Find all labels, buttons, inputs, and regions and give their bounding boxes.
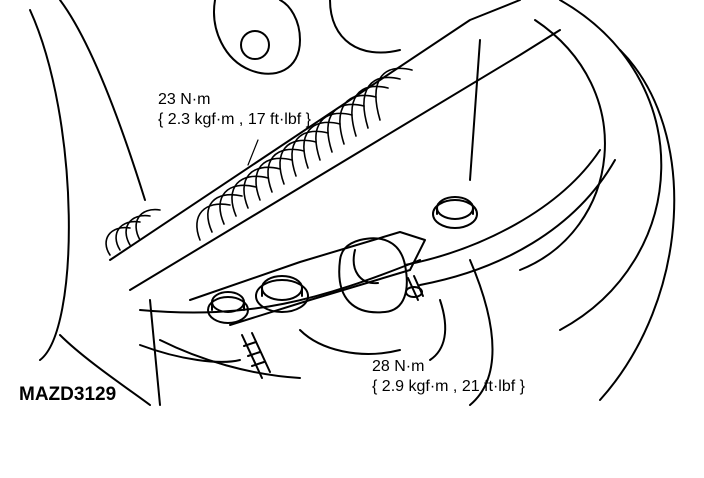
floor-line-2 [159,339,301,379]
protruding-stud [241,332,271,379]
detail-line-3 [139,344,241,363]
left-body-contour [29,9,70,361]
lower-torque-alt-units: { 2.9 kgf·m , 21 ft·lbf } [372,378,525,395]
tube-lower [419,159,616,286]
upper-right-bolt [432,196,478,229]
main-crossmember-bottom [129,29,561,291]
lower-right-body [469,259,494,406]
right-vertical [469,39,481,181]
right-arc-inner [519,19,606,271]
lower-left-bolt [207,291,249,324]
figure-id-label: MAZD3129 [19,384,117,405]
lower-torque-nm: 28 N·m [372,358,425,375]
detail-line-2 [429,299,447,361]
top-bracket [213,0,301,75]
lower-vertical [149,299,161,406]
right-bulge [599,49,676,401]
detail-line-1 [299,329,401,355]
rack-boot-lower-ridges [105,208,161,256]
upper-torque-alt-units: { 2.3 kgf·m , 17 ft·lbf } [158,111,311,128]
top-bracket-flange [329,0,401,54]
bushing-stud [405,275,424,301]
floor-line-1 [139,259,421,314]
top-frame-line [59,0,146,201]
mount-bracket [189,231,426,326]
tube-upper [404,149,601,266]
left-body-contour-2 [59,334,151,406]
bushing-face [352,249,379,285]
upper-torque-nm: 23 N·m [158,91,211,108]
leader-line-upper [247,139,259,166]
lower-middle-bolt [255,275,309,313]
upper-torque-callout: 23 N·m { 2.3 kgf·m , 17 ft·lbf } [158,90,311,130]
rack-boot-bellows [196,67,413,241]
bushing-body [338,237,408,314]
lower-torque-callout: 28 N·m { 2.9 kgf·m , 21 ft·lbf } [372,357,525,397]
right-arc-outer [559,0,663,331]
top-bracket-hole [240,30,270,60]
main-crossmember-top [109,0,521,261]
